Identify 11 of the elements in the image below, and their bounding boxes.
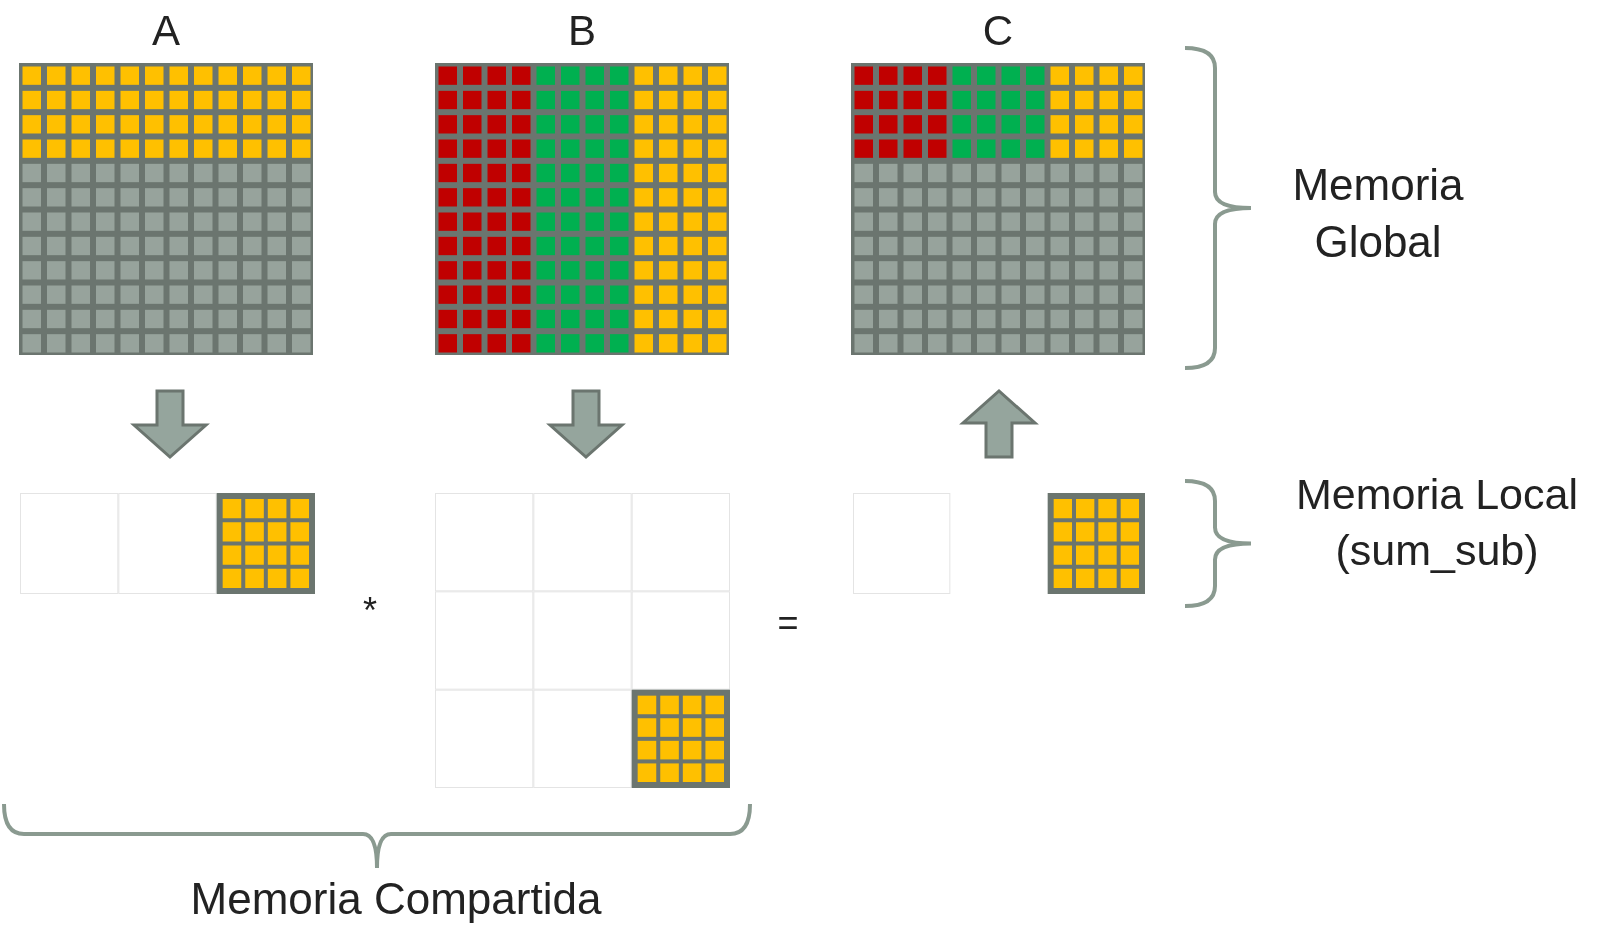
memory-label: Memoria Local (sum_sub) — [1295, 469, 1579, 576]
matrix-title: B — [568, 8, 596, 54]
block-arrow — [130, 389, 210, 459]
memory-label: Memoria Compartida — [189, 873, 603, 925]
matrix-title: C — [982, 8, 1014, 54]
operator-symbol: * — [362, 589, 378, 633]
block-arrow — [546, 389, 626, 459]
memory-label: Memoria Global — [1291, 159, 1465, 269]
block-arrow — [959, 389, 1039, 459]
operator-symbol: = — [776, 601, 800, 645]
matrix-title: A — [152, 8, 180, 54]
